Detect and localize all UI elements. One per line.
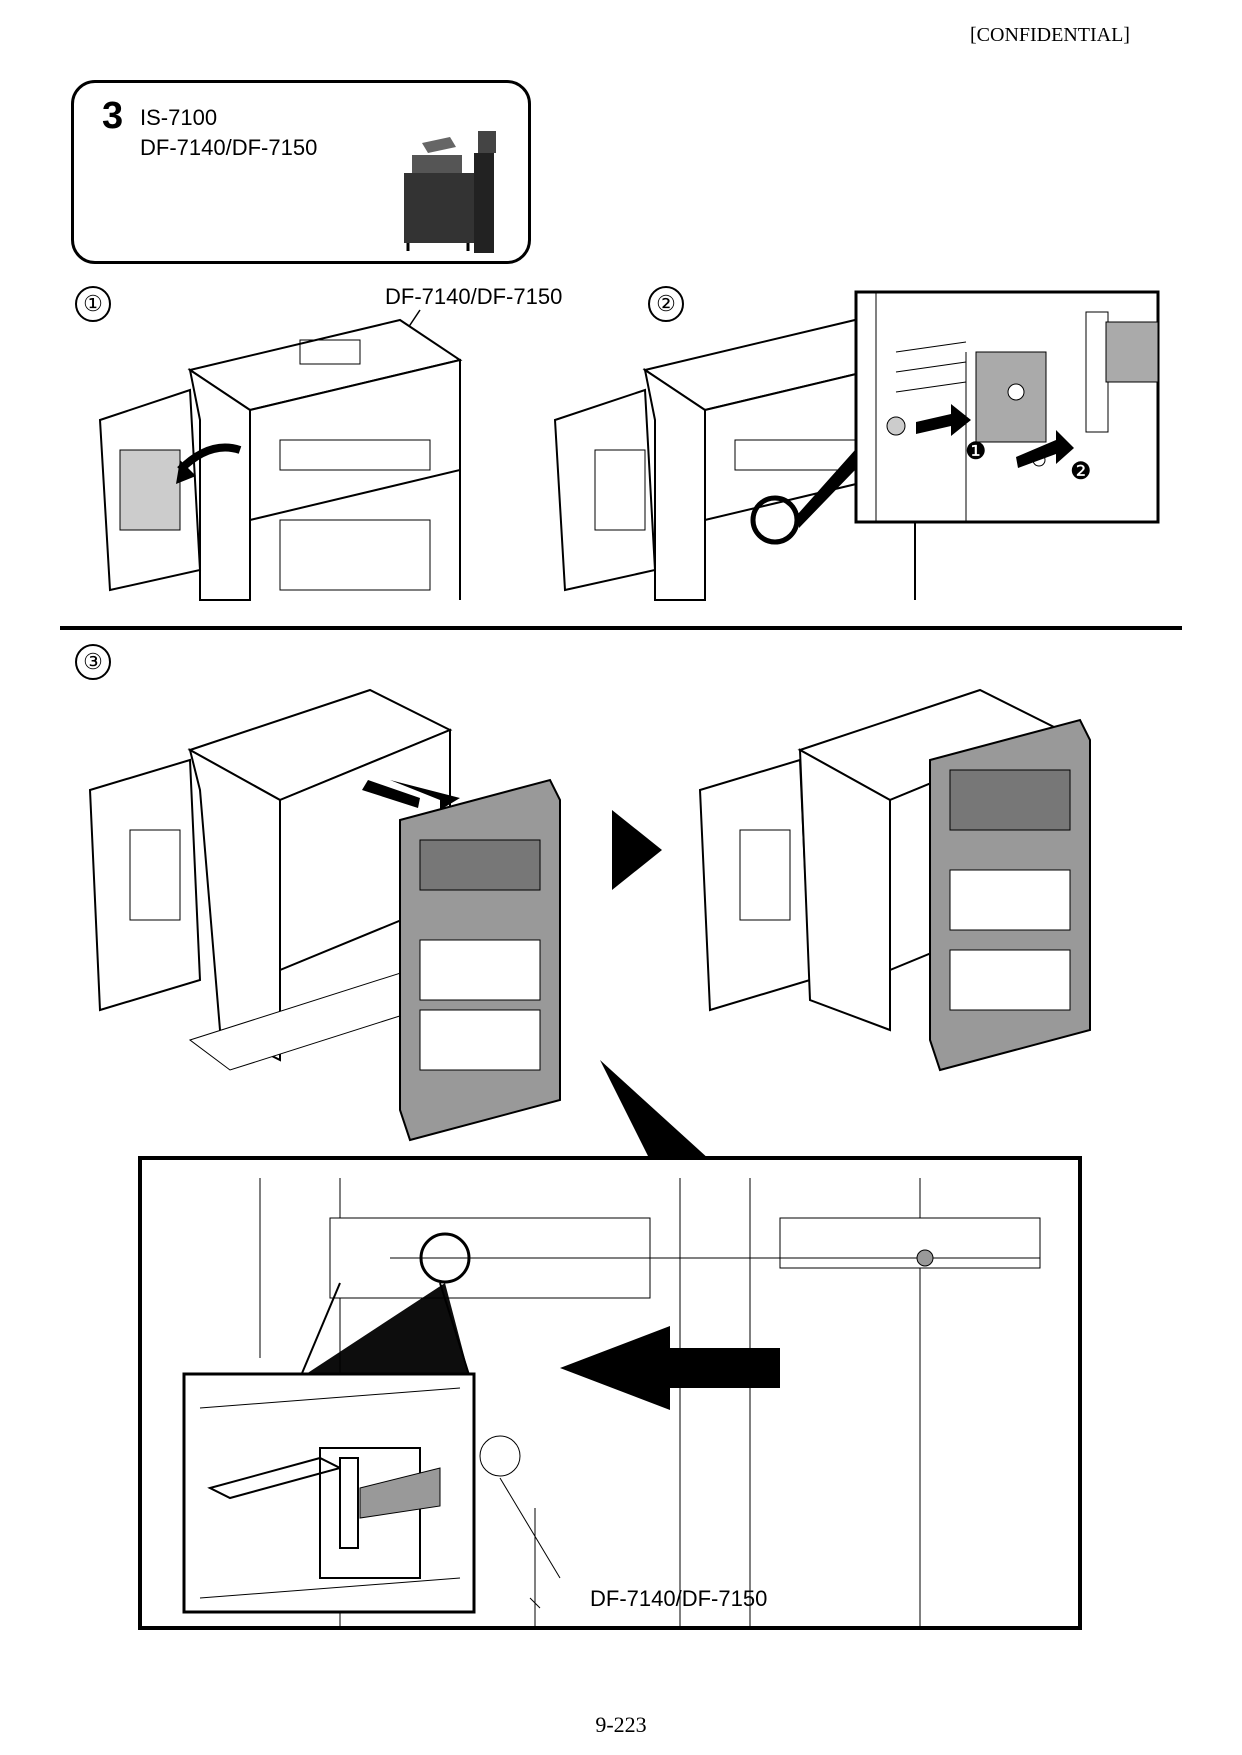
- model-df: DF-7140/DF-7150: [140, 135, 318, 160]
- page-number: 9-223: [595, 1712, 647, 1737]
- step-3-after-illustration: [698, 688, 1091, 1072]
- callout-1: ❶: [965, 438, 987, 465]
- model-is: IS-7100: [140, 105, 218, 130]
- step-header-box: 3 IS-7100 DF-7140/DF-7150: [71, 80, 531, 264]
- step-3-marker: ③: [75, 644, 111, 680]
- callout-2: ❷: [1070, 458, 1092, 485]
- step-1-marker: ①: [75, 286, 111, 322]
- step-2-detail-inset: [854, 290, 1160, 524]
- step-3-detail-label: DF-7140/DF-7150: [590, 1586, 768, 1611]
- confidential-mark: [CONFIDENTIAL]: [970, 24, 1130, 46]
- detail-pointer: [600, 1060, 710, 1160]
- step-3-detail-box: [138, 1156, 1082, 1630]
- step-2-marker: ②: [648, 286, 684, 322]
- section-divider: [60, 626, 1182, 630]
- finisher-thumbnail: [404, 131, 496, 253]
- step-1-label: DF-7140/DF-7150: [385, 284, 563, 309]
- next-arrow: [612, 810, 662, 890]
- step-number: 3: [102, 95, 124, 137]
- step-1-illustration: [98, 309, 463, 601]
- step-3-before-illustration: [88, 688, 561, 1142]
